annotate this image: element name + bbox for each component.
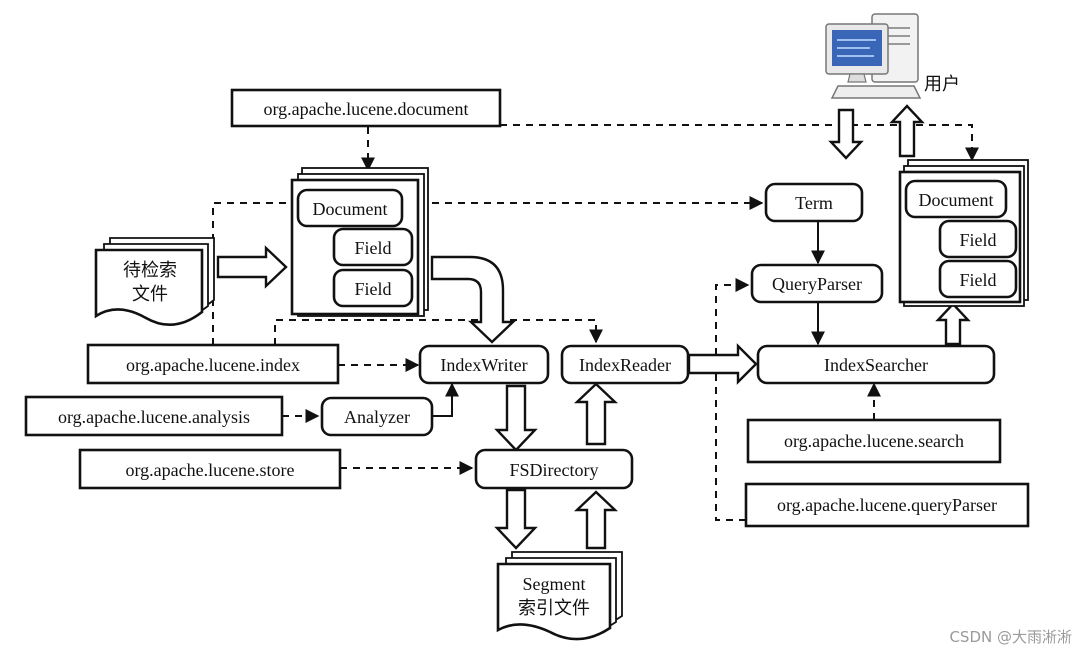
indexwriter-to-fsdirectory-block-arrow [494,384,538,452]
component-analyzer: Analyzer [320,396,434,437]
package-document: org.apache.lucene.document [230,88,502,128]
component-fsdirectory: FSDirectory [474,448,634,490]
result-field-box-2 [938,259,1018,299]
result-to-user-up-block-arrow [889,104,925,158]
result-field-label-2: Field [959,270,996,290]
package-index-box [86,343,340,385]
user-label: 用户 [924,74,960,95]
document-title-box [296,188,404,228]
package-search-box [746,418,1002,464]
field-box-1 [332,227,414,267]
queryparser-pkg-to-queryparser-arrow [715,278,750,521]
package-analysis: org.apache.lucene.analysis [24,395,284,437]
term-label: Term [795,193,833,213]
component-term: Term [764,182,864,223]
analyzer-label: Analyzer [344,407,410,427]
field-box-2 [332,268,414,308]
package-search: org.apache.lucene.search [746,418,1002,464]
package-store: org.apache.lucene.store [78,448,342,490]
result-document-title-label: Document [919,190,994,210]
package-analysis-box [24,395,284,437]
fsdirectory-to-indexreader-block-arrow [573,382,619,446]
document-to-indexwriter-block-arrow [430,255,516,344]
package-search-label: org.apache.lucene.search [784,431,964,451]
component-indexwriter: IndexWriter [418,344,550,385]
analyzer-to-indexwriter-arrow [432,382,459,417]
watermark-text: CSDN @大雨淅淅 [949,628,1072,646]
package-index-label: org.apache.lucene.index [126,355,300,375]
source-files-front-sheet [94,248,204,327]
segment-front-sheet [496,562,612,641]
indexsearcher-label: IndexSearcher [824,355,928,375]
segment-to-fsdirectory-block-arrow [573,490,619,550]
package-queryparser-box [744,482,1030,528]
doc-pkg-to-result-doc-arrow [500,124,979,162]
indexsearcher-to-result-block-arrow [935,302,971,346]
block-arrows [216,104,971,550]
indexsearcher-box [756,344,996,385]
document-stack-right: Document Field Field [898,159,1029,307]
component-queryparser: QueryParser [750,263,884,304]
package-queryparser-label: org.apache.lucene.queryParser [777,495,997,515]
package-queryparser: org.apache.lucene.queryParser [744,482,1030,528]
solid-connectors [432,222,825,417]
field-label-1: Field [354,238,391,258]
result-document-title-box [904,179,1008,219]
segment-files-stack: Segment 索引文件 [496,551,623,641]
component-indexreader: IndexReader [560,344,690,385]
segment-label-line1: Segment [523,574,586,594]
source-files-label-line1: 待检索 [123,260,177,281]
result-field-box-1 [938,219,1018,259]
package-store-label: org.apache.lucene.store [125,460,294,480]
field-label-2: Field [354,279,391,299]
component-indexsearcher: IndexSearcher [756,344,996,385]
indexwriter-box [418,344,550,385]
package-index: org.apache.lucene.index [86,343,340,385]
package-document-box [230,88,502,128]
package-document-label: org.apache.lucene.document [263,99,468,119]
document-title-label: Document [313,199,388,219]
term-box [764,182,864,223]
document-stack-left: Document Field Field [290,167,429,317]
fsdirectory-box [474,448,634,490]
index-pkg-to-indexreader-arrow [274,319,603,345]
indexreader-to-indexsearcher-block-arrow [687,343,758,385]
dashed-connectors [212,124,979,521]
computer-keyboard [830,85,922,99]
indexreader-label: IndexReader [579,355,671,375]
source-files-label-line2: 文件 [132,284,168,305]
segment-label-line2: 索引文件 [518,598,590,619]
indexwriter-label: IndexWriter [440,355,527,375]
files-to-document-block-arrow [216,245,288,289]
indexreader-box [560,344,690,385]
queryparser-box [750,263,884,304]
queryparser-label: QueryParser [772,274,862,294]
source-files-stack: 待检索 文件 [94,237,215,327]
analyzer-box [320,396,434,437]
fsdirectory-label: FSDirectory [510,460,599,480]
package-analysis-label: org.apache.lucene.analysis [58,407,250,427]
result-field-label-1: Field [959,230,996,250]
computer-icon [825,13,922,99]
user-query-down-block-arrow [828,108,864,160]
fsdirectory-to-segment-block-arrow [494,488,538,550]
package-store-box [78,448,342,490]
